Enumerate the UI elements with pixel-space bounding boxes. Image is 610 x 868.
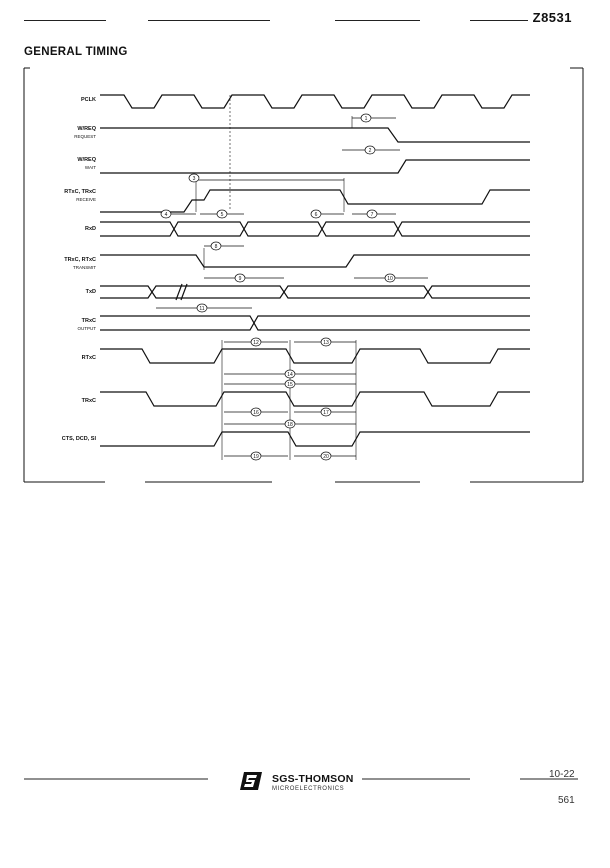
waveform-rtxc	[100, 348, 530, 364]
svg-text:18: 18	[287, 422, 293, 428]
svg-text:3: 3	[193, 176, 196, 182]
param-bubble-9: 9	[234, 273, 246, 283]
header-rule-2	[148, 20, 270, 21]
st-logo-icon	[240, 772, 262, 790]
signal-sublabel-receive: RECEIVE	[76, 197, 96, 202]
svg-text:2: 2	[369, 148, 372, 154]
company-subtitle: MICROELECTRONICS	[272, 786, 345, 792]
param-bubble-10: 10	[384, 273, 396, 283]
waveform-trxc-transmit	[100, 254, 530, 268]
param-bubble-4: 4	[160, 209, 172, 219]
svg-text:19: 19	[253, 454, 259, 460]
waveform-trxc	[100, 391, 530, 407]
param-bubble-18: 18	[284, 419, 296, 429]
svg-text:12: 12	[253, 340, 259, 346]
waveform-rtxc-receive	[100, 189, 530, 213]
signal-sublabel-request: REQUEST	[74, 134, 96, 139]
param-bubble-14: 14	[284, 369, 296, 379]
signal-label-trxc-transmit: TRxC, RTxC	[64, 257, 96, 263]
param-bubble-16: 16	[250, 407, 262, 417]
param-bubble-20: 20	[320, 451, 332, 461]
param-bubble-6: 6	[310, 209, 322, 219]
signal-label-cts-dcd-si: CTS, DCD, SI	[62, 436, 97, 442]
signal-label-pclk: PCLK	[81, 97, 96, 103]
signal-label-trxc-output: TRxC	[82, 318, 96, 324]
signal-sublabel-wait: WAIT	[85, 165, 96, 170]
diagram-frame	[23, 67, 584, 483]
signal-label-rxd: RxD	[85, 226, 96, 232]
waveform-trxc-output	[100, 315, 530, 331]
signal-label-wreq-request: W/REQ	[77, 126, 96, 132]
svg-text:11: 11	[199, 306, 204, 312]
svg-text:16: 16	[253, 410, 259, 416]
param-bubble-5: 5	[216, 209, 228, 219]
signal-label-rtxc-receive: RTxC, TRxC	[64, 189, 96, 195]
signal-label-wreq-wait: W/REQ	[77, 157, 96, 163]
svg-text:9: 9	[239, 276, 242, 282]
header-rule-1	[24, 20, 106, 21]
svg-text:14: 14	[287, 372, 293, 378]
svg-text:7: 7	[371, 212, 374, 218]
svg-text:4: 4	[165, 212, 168, 218]
param-bubble-19: 19	[250, 451, 262, 461]
waveform-wreq-wait	[100, 159, 530, 174]
svg-text:8: 8	[215, 244, 218, 250]
page-number: 561	[558, 795, 575, 806]
svg-text:10: 10	[387, 276, 393, 282]
company-name: SGS-THOMSON	[272, 773, 354, 785]
svg-text:15: 15	[287, 382, 293, 388]
waveform-wreq-request	[100, 127, 530, 143]
param-bubble-7: 7	[366, 209, 378, 219]
signal-label-txd: TxD	[86, 289, 96, 295]
svg-text:17: 17	[323, 410, 329, 416]
part-number: Z8531	[532, 10, 572, 25]
waveform-cts-dcd-si	[100, 431, 530, 447]
svg-text:1: 1	[365, 116, 368, 122]
svg-text:5: 5	[221, 212, 224, 218]
page-reference: 10-22	[549, 769, 575, 780]
svg-text:6: 6	[315, 212, 318, 218]
param-bubble-11: 11	[196, 303, 208, 313]
param-bubble-2: 2	[364, 145, 376, 155]
signal-sublabel-output: OUTPUT	[78, 326, 97, 331]
svg-text:13: 13	[323, 340, 329, 346]
waveform-rxd	[100, 221, 530, 237]
header-rule-3	[335, 20, 420, 21]
header-rule-4	[470, 20, 528, 21]
param-bubble-8: 8	[210, 241, 222, 251]
signal-sublabel-transmit: TRANSMIT	[73, 265, 96, 270]
param-bubble-15: 15	[284, 379, 296, 389]
signal-label-rtxc: RTxC	[82, 355, 96, 361]
svg-text:20: 20	[323, 454, 329, 460]
section-title: GENERAL TIMING	[24, 46, 128, 58]
param-bubble-13: 13	[320, 337, 332, 347]
param-bubble-17: 17	[320, 407, 332, 417]
waveform-pclk	[100, 94, 530, 109]
param-bubble-12: 12	[250, 337, 262, 347]
waveform-txd	[100, 283, 530, 301]
param-bubble-1: 1	[360, 113, 372, 123]
param-bubble-3: 3	[188, 173, 200, 183]
signal-label-trxc: TRxC	[82, 398, 96, 404]
